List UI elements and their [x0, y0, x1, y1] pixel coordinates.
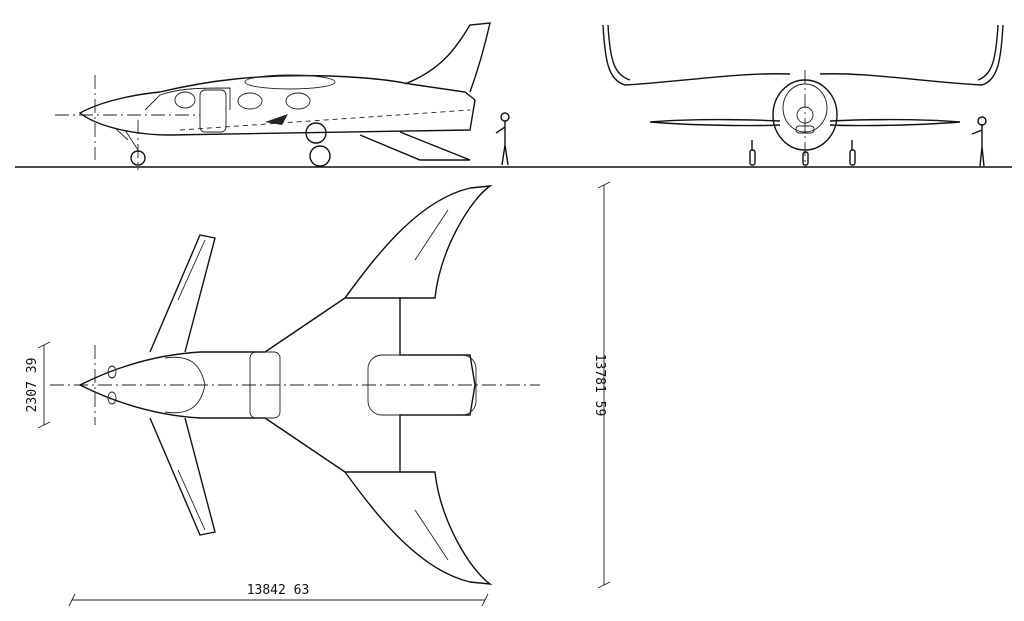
side-wing-underside — [179, 109, 471, 131]
side-view — [55, 22, 510, 170]
dimension-label-length: 13842 63 — [247, 583, 310, 598]
side-window — [285, 92, 311, 110]
side-fuselage — [78, 74, 476, 136]
front-human-figure — [971, 116, 987, 167]
front-wing-dihedral — [602, 24, 1004, 86]
top-cabin — [249, 351, 281, 419]
side-wing-root — [244, 74, 336, 90]
side-ventral-fin — [359, 131, 471, 161]
front-landing-gear — [749, 140, 856, 166]
front-fuselage — [772, 79, 838, 151]
side-vent — [265, 114, 288, 125]
dimension-label-fuselage-width: 2307 39 — [25, 358, 40, 413]
side-vertical-fin — [404, 22, 491, 93]
front-view — [602, 24, 1004, 168]
top-control-surfaces — [107, 209, 449, 561]
side-nose-gear — [114, 127, 139, 151]
front-horizontal-surface — [649, 118, 961, 127]
side-window — [174, 91, 196, 109]
dimension-wingspan: 13781 59 — [592, 181, 611, 589]
top-canard — [149, 234, 216, 536]
side-door — [199, 89, 227, 133]
top-view — [50, 185, 540, 585]
top-fuselage — [78, 297, 476, 473]
dimension-length: 13842 63 — [68, 583, 489, 607]
top-main-wing — [344, 185, 493, 585]
top-engine-nacelle — [367, 354, 477, 416]
side-main-wheel — [305, 122, 327, 144]
side-main-wheel — [309, 145, 331, 167]
dimension-label-wingspan: 13781 59 — [592, 354, 607, 417]
dimension-fuselage-width: 2307 39 — [25, 341, 51, 429]
front-wing-tip — [607, 24, 999, 81]
side-human-figure — [495, 112, 510, 166]
top-canopy — [164, 356, 206, 414]
side-window — [237, 92, 263, 110]
side-canopy — [144, 87, 231, 111]
